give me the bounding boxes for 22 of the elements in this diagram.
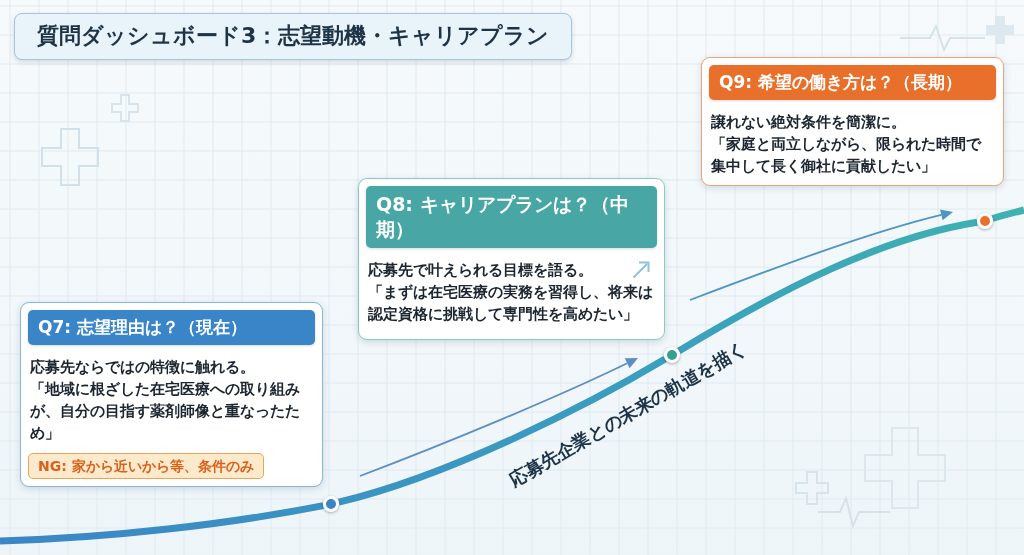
trajectory-curve	[991, 206, 1024, 222]
question-heading: Q9: 希望の働き方は？（長期）	[709, 65, 996, 100]
milestone-dot-icon	[977, 213, 993, 229]
question-card	[20, 302, 323, 487]
example-answer: 「家庭と両立しながら、限られた時間で集中して長く御社に貢献したい」	[710, 134, 983, 177]
guidance-text: 応募先で叶えられる目標を語る。	[367, 260, 593, 281]
question-card	[701, 57, 1004, 186]
example-answer: 「まずは在宅医療の実務を習得し、将来は認定資格に挑戦して専門性を高めたい」	[367, 282, 654, 325]
question-card	[358, 178, 665, 340]
page-title: 質問ダッシュボード3：志望動機・キャリアプラン	[14, 13, 573, 60]
question-heading: Q8: キャリアプランは？（中期）	[366, 186, 657, 248]
curve-caption: 応募先企業との未来の軌道を描く	[505, 336, 751, 492]
guidance-text: 応募先ならではの特徴に触れる。	[29, 357, 256, 378]
milestone-dot-icon	[323, 496, 339, 512]
question-heading: Q7: 志望理由は？（現在）	[28, 310, 315, 345]
example-answer: 「地域に根ざした在宅医療への取り組みが、自分の目指す薬剤師像と重なったため」	[29, 379, 301, 444]
milestone-dot-icon	[664, 347, 680, 363]
trajectory-curve	[677, 218, 978, 354]
ng-warning-label: NG: 家から近いから等、条件のみ	[28, 453, 264, 479]
trajectory-curve	[337, 356, 667, 506]
guidance-text: 譲れない絶対条件を簡潔に。	[710, 112, 907, 133]
trajectory-curve	[0, 502, 324, 545]
